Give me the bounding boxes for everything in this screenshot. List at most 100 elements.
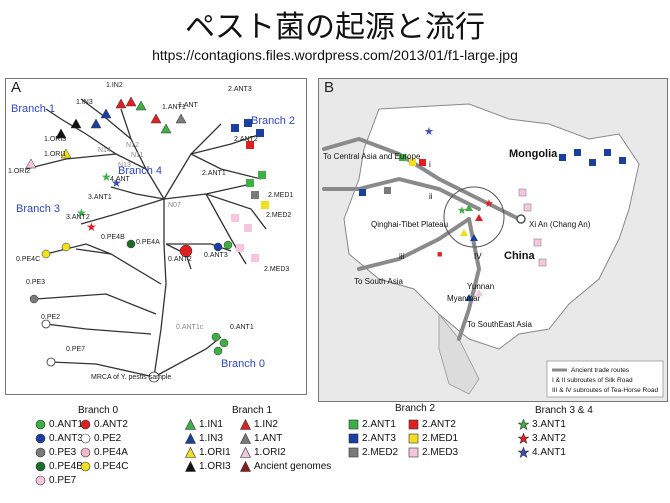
marker-sq [258,171,266,179]
branch-label-1: Branch 1 [11,103,55,115]
legend-item: 0.ANT2 [80,419,128,430]
circle-symbol [80,461,91,472]
svg-text:Ancient trade routes: Ancient trade routes [571,367,630,374]
panel-b-letter: B [324,79,335,96]
node-label: N12 [126,142,139,149]
star-symbol [518,447,529,458]
legend-item: 0.PE4A [80,447,128,458]
node-label: 2.ANT1 [202,170,226,177]
legend-item: 0.PE2 [80,433,121,444]
legend-branch1-title: Branch 1 [232,405,273,416]
place-china: China [504,250,535,262]
node-label: 0.ANT1 [230,324,254,331]
legend-item-label: 0.PE4A [94,447,128,458]
marker-sq [261,201,269,209]
circle-symbol [80,447,91,458]
panel-a-letter: A [11,79,22,96]
triangle-symbol [185,419,196,430]
marker-sq [251,254,259,262]
marker-tri [150,113,162,124]
square-symbol [348,433,359,444]
node-label: 3.ANT2 [66,214,90,221]
triangle-symbol [240,433,251,444]
legend-item-label: 1.ORI2 [254,447,286,458]
legend-item-label: 2.MED1 [422,433,459,444]
legend-item: 0.ANT3 [35,433,83,444]
node-label: 2.MED1 [268,192,293,199]
route-ii: ii [429,192,433,201]
legend-item: 0.PE7 [35,475,76,486]
node-label: 1.IN2 [106,82,123,89]
marker-circle [179,244,193,258]
map-labels: Mongolia To Central Asia and Europe Qing… [323,148,591,329]
place-southeast-asia: To SouthEast Asia [467,320,532,329]
node-label: 0.ANT1c [176,324,204,331]
star-symbol [518,433,529,444]
node-label: 0.PE4A [136,239,160,246]
legend-item-label: 1.IN3 [199,433,223,444]
place-south-asia: To South Asia [354,277,403,286]
marker-circle [213,242,223,252]
china-map: ★ ★ ★ ■ Mongolia To Central Asia and Eur… [322,103,664,398]
marker-tri [125,96,137,107]
legend-item: 1.ANT [240,433,282,444]
svg-text:★: ★ [484,198,494,210]
legend-item-label: 4.ANT1 [532,447,566,458]
marker-sq [231,214,239,222]
marker-tri [25,158,37,169]
map-markers: ★ ★ ★ ■ [359,126,626,301]
branch-label-2: Branch 2 [251,115,295,127]
legend-branch2-title: Branch 2 [395,403,436,414]
legend-item: 1.ORI1 [185,447,231,458]
map-legend-text: Ancient trade routes I & II subroutes of… [552,367,658,394]
legend-item-label: 3.ANT1 [532,419,566,430]
legend-item: 0.ANT1 [35,419,83,430]
marker-circle [126,239,136,249]
circle-symbol [35,419,46,430]
source-url: https://contagions.files.wordpress.com/2… [152,47,518,63]
node-label: 1.ORI3 [44,136,66,143]
branch-label-0: Branch 0 [221,358,265,370]
legend-item-label: 0.ANT3 [49,433,83,444]
legend-item-label: 1.IN2 [254,419,278,430]
node-label: N14 [98,147,111,154]
legend-item-label: 0.PE3 [49,447,77,458]
marker-circle [211,332,221,342]
marker-circle [213,346,223,356]
legend-item: 1.IN1 [185,419,223,430]
legend-item-label: 1.ANT [254,433,283,444]
square-symbol [348,447,359,458]
branch-label-4: Branch 4 [118,165,162,177]
legend-item: 3.ANT1 [518,419,566,430]
circle-symbol [35,447,46,458]
circle-symbol [80,419,91,430]
legend-item: 3.ANT2 [518,433,566,444]
legend-item-label: 3.ANT2 [532,433,566,444]
route-i: i [429,160,431,169]
branch-label-3: Branch 3 [16,203,60,215]
marker-circle [29,294,39,304]
node-label: 0.PE3 [26,279,45,286]
marker-tri [175,113,187,124]
marker-tri [70,118,82,129]
legend-item: 1.IN2 [240,419,278,430]
marker-tri [90,118,102,129]
marker-star: ★ [76,206,87,220]
marker-tri [160,123,172,134]
legend-item: 1.ORI2 [240,447,286,458]
map-legend-box [546,360,664,398]
triangle-symbol [185,433,196,444]
legend-item: 0.PE3 [35,447,76,458]
node-label: 1.ORI1 [44,151,66,158]
place-xian: Xi An (Chang An) [529,220,591,229]
star-symbol [518,419,529,430]
svg-text:★: ★ [424,126,434,138]
node-label: 3.ANT1 [88,194,112,201]
triangle-symbol [185,461,196,472]
legend-item: 2.MED2 [348,447,398,458]
node-label: 0.PE4B [101,234,125,241]
node-label: 2.MED3 [264,266,289,273]
phylogeny-panel: A [5,78,307,395]
marker-sq [236,244,244,252]
place-central-asia: To Central Asia and Europe [323,152,421,161]
